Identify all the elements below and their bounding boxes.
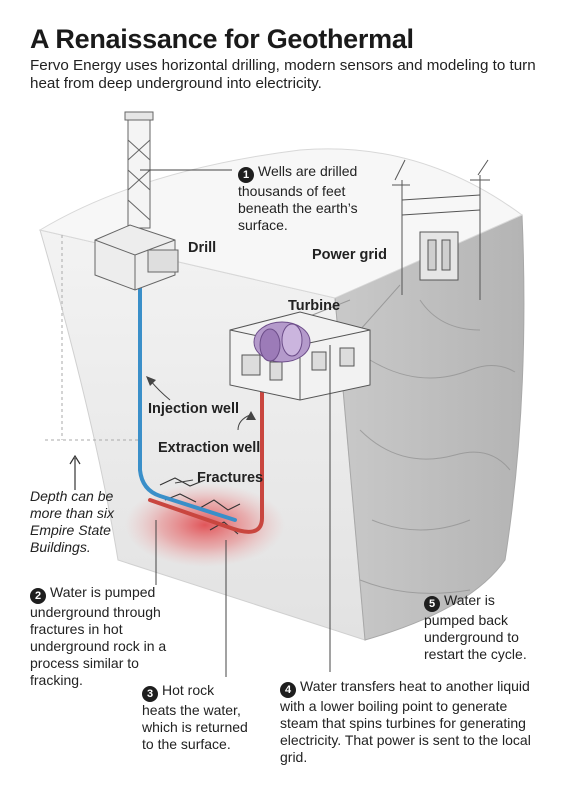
extraction-well-pipe — [148, 383, 264, 534]
drill-label: Drill — [188, 240, 217, 256]
step-4-text: Water transfers heat to another liquid w… — [280, 678, 531, 765]
page-subtitle: Fervo Energy uses horizontal drilling, m… — [30, 57, 536, 92]
step-2-number: 2 — [30, 588, 46, 604]
step-1-text: Wells are drilled thousands of feet bene… — [238, 163, 358, 233]
injection-well-label: Injection well — [148, 401, 240, 417]
depth-note: Depth can be more than six Empire State … — [30, 488, 115, 555]
power-grid-structure — [392, 159, 490, 300]
step-5-number: 5 — [424, 596, 440, 612]
earth-side-face — [334, 214, 525, 641]
fractures-leader — [174, 479, 194, 484]
turbine-rotor — [253, 321, 311, 363]
step-3-number: 3 — [142, 686, 158, 702]
injection-well-pipe — [138, 268, 237, 522]
turbine-label: Turbine — [288, 298, 341, 314]
step-2-text: Water is pumped underground through frac… — [30, 584, 167, 688]
drill-rig — [94, 111, 179, 291]
extraction-leader — [237, 414, 251, 431]
step-5-text: Water is pumped back underground to rest… — [424, 592, 527, 662]
step-3-text: Hot rock heats the water, which is retur… — [142, 682, 248, 752]
fractures-label: Fractures — [197, 470, 264, 486]
page-title: A Renaissance for Geothermal — [30, 24, 414, 54]
step-1-number: 1 — [238, 167, 254, 183]
power-grid-label: Power grid — [312, 247, 387, 263]
step-4-number: 4 — [280, 682, 296, 698]
extraction-well-label: Extraction well — [158, 440, 261, 456]
